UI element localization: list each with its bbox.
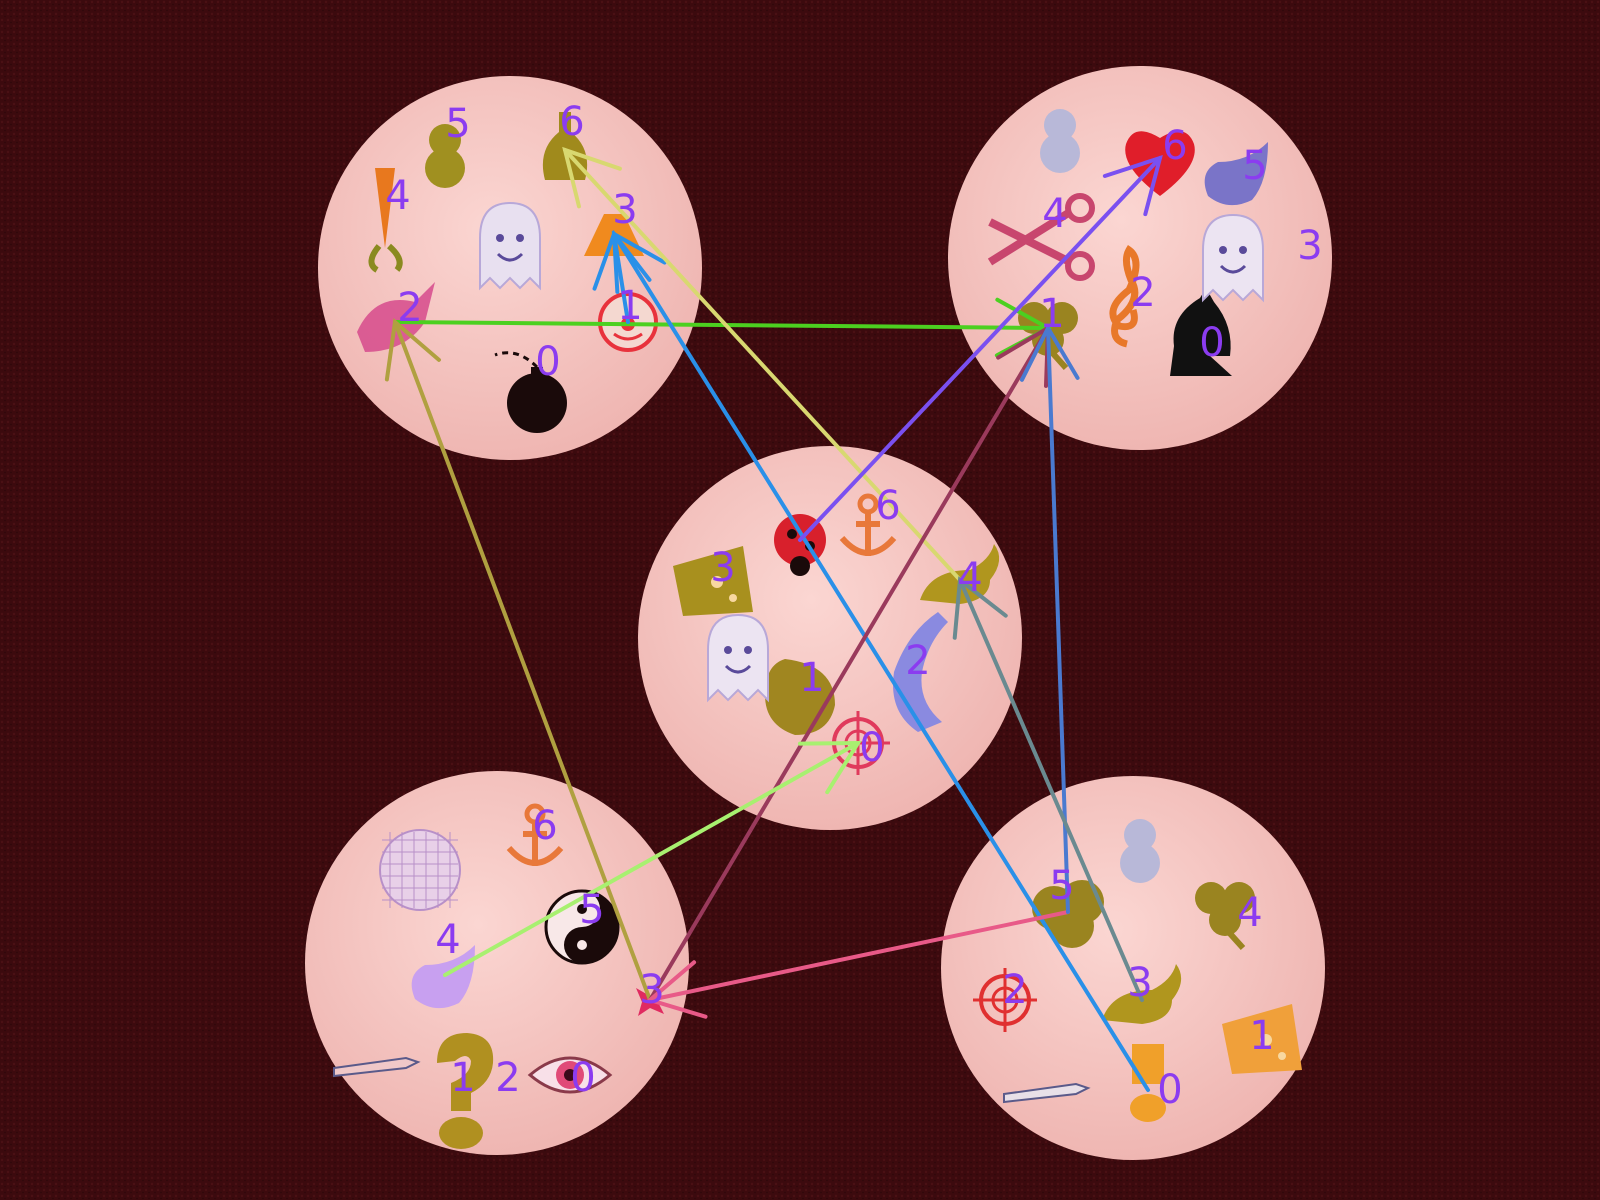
bomb-icon: [494, 351, 567, 433]
ghost-icon: [479, 201, 541, 291]
symbol-label: 4: [957, 555, 982, 601]
symbol-label: 5: [1049, 863, 1074, 909]
symbol-label: 3: [1127, 960, 1152, 1006]
anchor-icon: [506, 803, 564, 866]
disco-ball-icon: [379, 829, 461, 911]
symbol-label: 1: [1249, 1013, 1274, 1059]
symbol-label: 1: [1039, 291, 1064, 337]
card-face: [638, 446, 1022, 830]
exclamation-icon: [1130, 1044, 1166, 1122]
match-arrow: [443, 740, 862, 977]
cheese-icon: [1222, 1004, 1302, 1074]
symbol-label: 4: [1042, 191, 1067, 237]
symbol-label: 2: [495, 1055, 520, 1101]
knight-icon: [1170, 288, 1232, 376]
symbol-label: 6: [1162, 123, 1187, 169]
symbol-label: 0: [570, 1055, 595, 1101]
drop-icon: [411, 945, 475, 1009]
scissors-icon: [987, 193, 1095, 281]
symbol-label: 3: [710, 545, 735, 591]
symbol-label: 2: [1002, 967, 1027, 1013]
snowman-icon: [425, 124, 465, 188]
card-face: [941, 776, 1325, 1160]
symbol-label: 5: [1242, 143, 1267, 189]
symbol-label: 2: [905, 638, 930, 684]
snowman-icon: [1040, 109, 1080, 173]
cheese-icon: [673, 546, 753, 616]
symbol-label: 4: [1237, 890, 1262, 936]
card-face: [948, 66, 1332, 450]
symbol-label: 6: [875, 483, 900, 529]
symbol-label: 3: [1297, 223, 1322, 269]
card-bottom-left[interactable]: [305, 771, 689, 1155]
ghost-icon: [707, 613, 769, 703]
symbol-label: 6: [532, 803, 557, 849]
symbol-label: 2: [1130, 270, 1155, 316]
match-arrow: [952, 576, 1144, 1002]
snowman-icon: [1120, 819, 1160, 883]
card-top-right[interactable]: [948, 66, 1332, 450]
eye-icon: [527, 1056, 613, 1094]
match-arrow: [611, 230, 1150, 1092]
symbol-label: 5: [579, 887, 604, 933]
carrot-icon: [368, 168, 403, 273]
symbol-label: 2: [397, 285, 422, 331]
anchor-icon: [839, 493, 897, 556]
symbol-label: 0: [535, 339, 560, 385]
pencil-icon: [333, 1056, 421, 1078]
question-mark-icon: [437, 1033, 494, 1149]
symbol-label: 0: [1199, 320, 1224, 366]
clown-icon: [598, 292, 658, 352]
dragon-icon: [357, 282, 435, 352]
card-top-left[interactable]: [318, 76, 702, 460]
card-bottom-right[interactable]: [941, 776, 1325, 1160]
match-arrow: [562, 146, 962, 582]
arrows-layer: [384, 146, 1163, 1092]
symbol-label: 1: [450, 1055, 475, 1101]
symbol-label: 1: [617, 283, 642, 329]
symbol-label: 0: [859, 725, 884, 771]
target-icon: [973, 968, 1037, 1032]
match-arrow: [1019, 323, 1080, 914]
symbol-label: 4: [435, 917, 460, 963]
clover-icon: [1195, 882, 1255, 951]
lamp-icon: [920, 544, 1000, 604]
symbol-label: 6: [559, 99, 584, 145]
match-arrow: [798, 154, 1163, 542]
symbol-label: 3: [639, 967, 664, 1013]
symbol-label: 3: [612, 187, 637, 233]
cards-layer: [305, 66, 1332, 1160]
symbol-label: 5: [445, 101, 470, 147]
symbol-label: 4: [385, 173, 410, 219]
drop-icon: [1204, 142, 1268, 206]
ghost-icon: [1202, 213, 1264, 303]
symbol-label: 0: [1157, 1067, 1182, 1113]
treble-clef-icon: [1109, 244, 1140, 348]
pencil-icon: [1003, 1082, 1091, 1104]
card-center[interactable]: [638, 446, 1022, 830]
symbol-label: 1: [799, 655, 824, 701]
match-arrow: [384, 318, 652, 1002]
match-arrow: [645, 910, 1070, 1019]
